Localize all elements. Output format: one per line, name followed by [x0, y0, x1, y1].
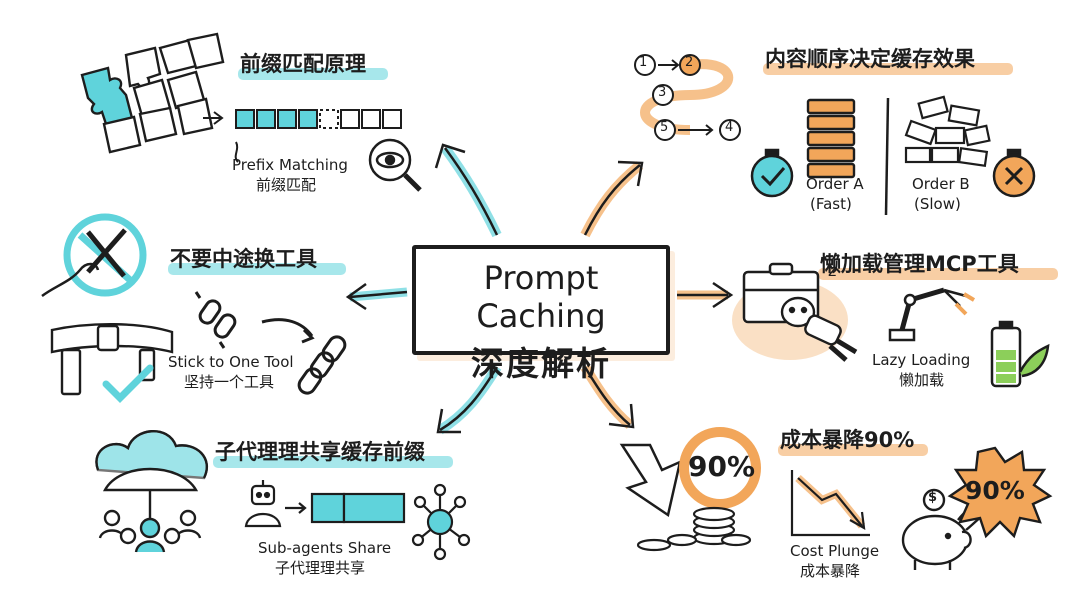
robot-icon — [244, 480, 282, 528]
down-arrow-icon — [619, 443, 682, 518]
caption-lazy-en: Lazy Loading — [872, 351, 971, 369]
prefix-token-row — [203, 109, 402, 163]
step-label: 3 — [658, 85, 667, 100]
caption-tools-zh: 坚持一个工具 — [184, 373, 275, 391]
robot-icon — [780, 296, 858, 362]
caption-subagents-zh: 子代理理共享 — [275, 559, 366, 577]
starburst-badge — [947, 446, 1053, 539]
belt-icon — [50, 323, 174, 396]
robot-arm-icon — [888, 287, 976, 342]
checkmark-icon — [102, 364, 154, 403]
shared-prefix-block — [285, 492, 406, 524]
percent-badge — [679, 427, 761, 509]
central-topic-box: Prompt Caching 深度解析 — [412, 245, 670, 383]
starburst-90-percent: 90% — [965, 476, 1025, 505]
caption-tools-en: Stick to One Tool — [168, 353, 294, 371]
order-b-label: Order B — [912, 175, 970, 193]
eye-magnifier-icon — [368, 138, 422, 192]
network-icon — [411, 483, 471, 561]
coin-symbol: $ — [928, 490, 938, 505]
caption-cost-zh: 成本暴降 — [800, 562, 861, 580]
tools-icon — [41, 213, 147, 297]
heading-tools: 不要中途换工具 — [170, 247, 317, 271]
step-label: 2 — [685, 55, 694, 70]
central-title: Prompt Caching — [476, 259, 606, 335]
order-a-stack — [806, 98, 856, 179]
stopwatch-icon — [992, 148, 1036, 198]
heading-cost: 成本暴降90% — [780, 428, 915, 452]
caption-cost-en: Cost Plunge — [790, 542, 880, 560]
order-a-label: Order A — [806, 175, 864, 193]
caption-prefix-zh: 前缀匹配 — [256, 176, 317, 194]
order-step-flow — [634, 54, 741, 141]
caption-prefix-en: Prefix Matching — [232, 156, 348, 174]
heading-lazy: 懒加载管理MCP工具 — [820, 252, 1019, 276]
chain-icon — [297, 335, 347, 395]
cloud-umbrella-icon — [95, 429, 209, 553]
puzzle-icon — [80, 32, 225, 154]
order-divider — [884, 97, 890, 216]
caption-lazy-zh: 懒加载 — [899, 371, 945, 389]
step-label: 1 — [639, 55, 648, 70]
central-subtitle: 深度解析 — [471, 344, 611, 383]
caption-subagents-en: Sub-agents Share — [258, 539, 392, 557]
sleep-z: z — [828, 261, 837, 280]
order-a-note: (Fast) — [810, 195, 852, 213]
step-label: 4 — [725, 120, 734, 135]
branch-arrows — [345, 143, 734, 435]
badge-90-percent: 90% — [688, 450, 756, 483]
heading-subagents: 子代理理共享缓存前缀 — [215, 440, 425, 464]
order-b-blocks — [904, 95, 991, 167]
step-label: 5 — [660, 120, 669, 135]
heading-order: 内容顺序决定缓存效果 — [765, 47, 975, 71]
heading-prefix: 前缀匹配原理 — [240, 52, 366, 76]
order-b-note: (Slow) — [914, 195, 961, 213]
chain-icon — [194, 291, 315, 349]
stopwatch-icon — [750, 148, 794, 198]
coins-icon — [636, 506, 752, 552]
cost-plunge-chart — [790, 470, 870, 537]
battery-icon — [990, 320, 1050, 388]
